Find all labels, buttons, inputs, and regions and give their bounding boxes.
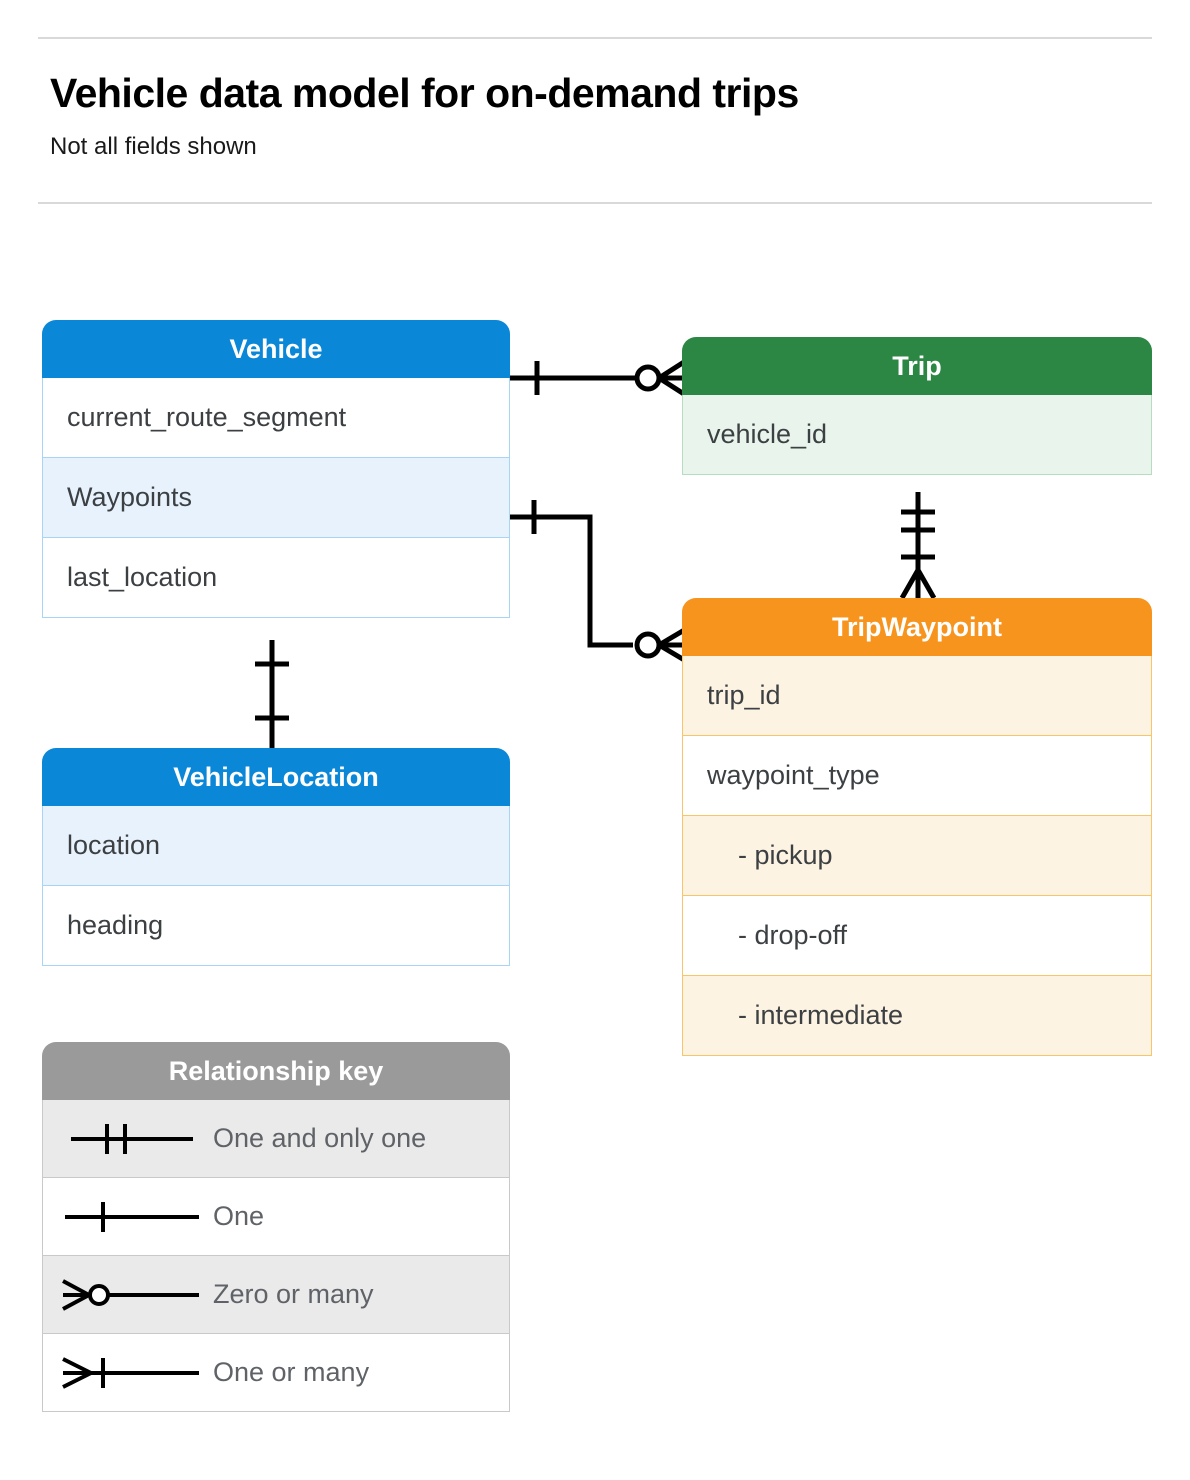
entity-tripwaypoint-field-trip-id[interactable]: trip_id — [682, 656, 1152, 736]
connector-trip-to-tripwaypoint — [899, 492, 937, 600]
connector-vehicle-to-vehiclelocation — [255, 640, 289, 748]
entity-tripwaypoint-value-pickup[interactable]: - pickup — [682, 816, 1152, 896]
entity-tripwaypoint-value-drop-off[interactable]: - drop-off — [682, 896, 1152, 976]
header-divider-bottom — [38, 202, 1152, 204]
entity-trip-field-vehicle-id[interactable]: vehicle_id — [682, 395, 1152, 475]
entity-vehiclelocation[interactable]: VehicleLocation location heading — [42, 748, 510, 966]
page-title: Vehicle data model for on-demand trips — [50, 70, 799, 116]
one-or-many-icon — [43, 1351, 213, 1395]
entity-vehiclelocation-field-heading[interactable]: heading — [42, 886, 510, 966]
legend-label-one: One — [213, 1201, 265, 1231]
entity-tripwaypoint-title: TripWaypoint — [682, 598, 1152, 656]
connector-waypoints-to-tripwaypoint — [510, 500, 688, 664]
relationship-key-legend: Relationship key One and only one One — [42, 1042, 510, 1412]
legend-label-one-and-only-one: One and only one — [213, 1123, 427, 1153]
legend-row-one-and-only-one: One and only one — [42, 1100, 510, 1178]
legend-label-one-or-many: One or many — [213, 1357, 370, 1387]
relationship-key-title: Relationship key — [42, 1042, 510, 1100]
entity-tripwaypoint[interactable]: TripWaypoint trip_id waypoint_type - pic… — [682, 598, 1152, 1056]
header-divider-top — [38, 37, 1152, 39]
legend-row-one: One — [42, 1178, 510, 1256]
entity-vehicle-title: Vehicle — [42, 320, 510, 378]
legend-row-zero-or-many: Zero or many — [42, 1256, 510, 1334]
entity-vehiclelocation-title: VehicleLocation — [42, 748, 510, 806]
page-subtitle: Not all fields shown — [50, 133, 257, 160]
one-and-only-one-icon — [43, 1117, 213, 1161]
entity-vehicle-field-current-route-segment[interactable]: current_route_segment — [42, 378, 510, 458]
connector-vehicle-to-trip — [510, 359, 686, 397]
zero-or-many-icon — [43, 1273, 213, 1317]
one-icon — [43, 1195, 213, 1239]
entity-trip-title: Trip — [682, 337, 1152, 395]
legend-label-zero-or-many: Zero or many — [213, 1279, 374, 1309]
entity-vehicle-field-last-location[interactable]: last_location — [42, 538, 510, 618]
entity-vehicle[interactable]: Vehicle current_route_segment Waypoints … — [42, 320, 510, 618]
entity-tripwaypoint-field-waypoint-type[interactable]: waypoint_type — [682, 736, 1152, 816]
entity-tripwaypoint-value-intermediate[interactable]: - intermediate — [682, 976, 1152, 1056]
legend-row-one-or-many: One or many — [42, 1334, 510, 1412]
entity-trip[interactable]: Trip vehicle_id — [682, 337, 1152, 475]
entity-vehiclelocation-field-location[interactable]: location — [42, 806, 510, 886]
entity-vehicle-field-waypoints[interactable]: Waypoints — [42, 458, 510, 538]
